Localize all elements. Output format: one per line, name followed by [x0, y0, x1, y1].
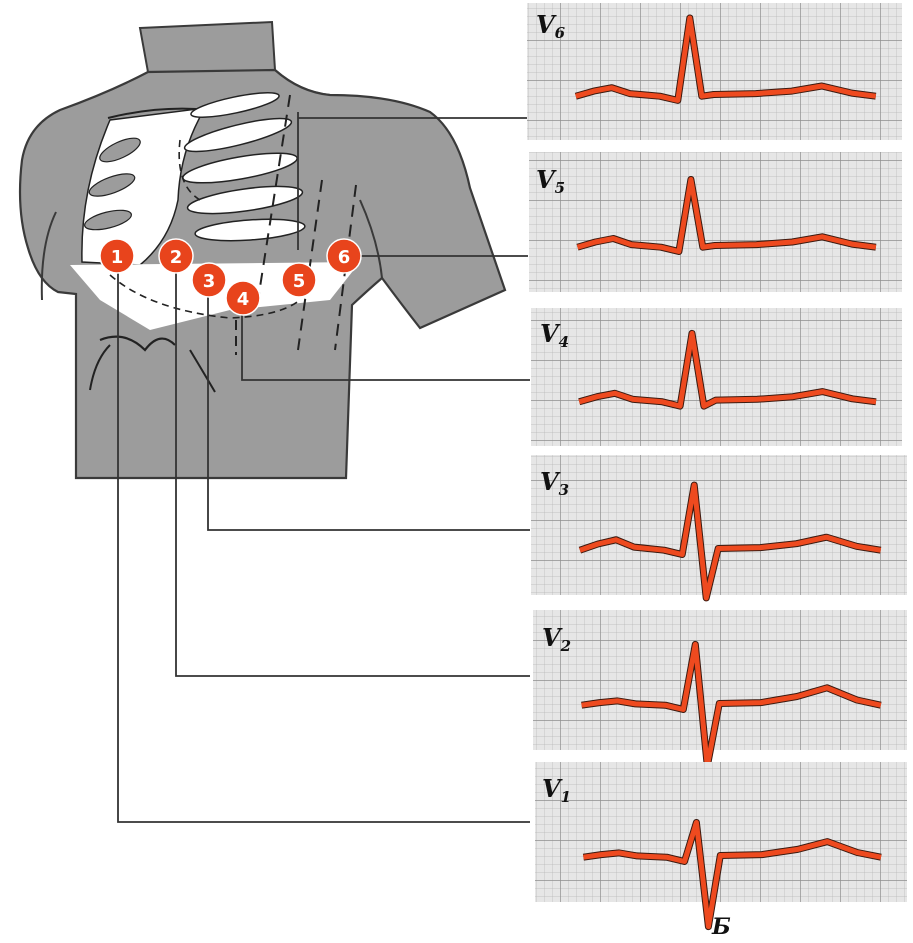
electrode-1: 1	[100, 239, 134, 273]
electrode-4: 4	[226, 281, 260, 315]
electrode-3: 3	[192, 263, 226, 297]
torso-illustration	[20, 22, 505, 478]
electrode-5: 5	[282, 263, 316, 297]
figure-label: Б	[711, 914, 731, 940]
electrode-2: 2	[159, 239, 193, 273]
ecg-panel-v4: V4	[531, 308, 902, 446]
electrode-6-label: 6	[338, 247, 351, 268]
ecg-panel-v2: V2	[533, 610, 907, 766]
ecg-panel-v3: V3	[531, 455, 907, 598]
electrode-6: 6	[327, 239, 361, 273]
electrode-2-label: 2	[170, 247, 183, 268]
ecg-panels: V6 V5 V4 V3	[527, 3, 907, 927]
electrode-1-label: 1	[111, 247, 124, 268]
ecg-panel-v6: V6	[527, 3, 902, 140]
electrode-3-label: 3	[203, 271, 216, 292]
electrode-4-label: 4	[237, 289, 250, 310]
electrode-5-label: 5	[293, 271, 306, 292]
ecg-panel-v5: V5	[529, 152, 902, 292]
ecg-panel-v1: V1	[535, 762, 907, 927]
